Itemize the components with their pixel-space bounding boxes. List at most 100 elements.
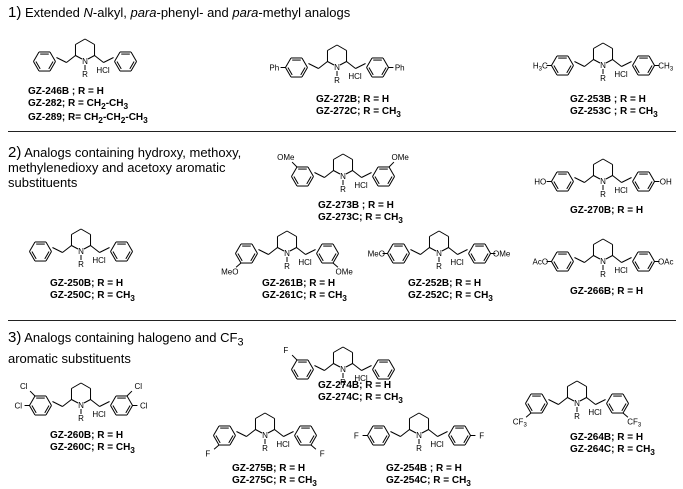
label-gz274: GZ-274B; R = H GZ-274C; R = CH3 — [318, 380, 403, 405]
hcl-salt: HCl — [354, 181, 368, 190]
r-group: R — [284, 262, 290, 271]
r-group: R — [82, 70, 88, 79]
substituent-label: OMe — [493, 250, 511, 259]
substituent-label: F — [283, 346, 288, 355]
label-gz272: GZ-272B; R = H GZ-272C; R = CH3 — [316, 94, 401, 119]
structure-gz252: NR HCl MeO OMe — [368, 230, 511, 271]
substituent-label: Ph — [395, 64, 405, 73]
hcl-salt: HCl — [348, 72, 362, 81]
substituent-label: Cl — [134, 382, 142, 391]
hcl-salt: HCl — [614, 266, 628, 275]
section-1-title: 1) Extended N-alkyl, para-phenyl- and pa… — [8, 4, 351, 21]
label-gz250: GZ-250B; R = H GZ-250C; R = CH3 — [50, 278, 135, 303]
hcl-salt: HCl — [588, 408, 602, 417]
structure-gz246: NR HCl — [33, 38, 137, 79]
structure-gz273: NR HCl OMe OMe — [277, 153, 410, 194]
hcl-salt: HCl — [92, 256, 106, 265]
label-gz270: GZ-270B; R = H — [570, 205, 644, 216]
structure-gz266: NR HCl AcO OAc — [532, 238, 674, 279]
structure-gz254: NR HCl F F — [354, 412, 484, 453]
nitrogen-atom: N — [78, 401, 84, 410]
substituent-label: Cl — [20, 382, 28, 391]
structure-gz272: NR HCl Ph Ph — [269, 44, 405, 85]
section-2-title: 2) Analogs containing hydroxy, methoxy, … — [8, 144, 242, 190]
substituent-label: F — [354, 432, 359, 441]
substituent-label: Ph — [269, 64, 279, 73]
nitrogen-atom: N — [600, 177, 606, 186]
label-gz253: GZ-253B ; R = H GZ-253C ; R = CH3 — [570, 94, 658, 119]
substituent-label: Cl — [140, 402, 148, 411]
hcl-salt: HCl — [614, 186, 628, 195]
substituent-label: CF3 — [627, 417, 642, 428]
substituent-label: CF3 — [513, 417, 528, 428]
r-group: R — [340, 185, 346, 194]
substituent-label: OH — [660, 178, 672, 187]
structure-gz270: NR HCl HO OH — [534, 158, 672, 199]
hcl-salt: HCl — [354, 374, 368, 383]
hcl-salt: HCl — [276, 440, 290, 449]
substituent-label: F — [320, 449, 325, 458]
hcl-salt: HCl — [92, 410, 106, 419]
section-divider-1 — [8, 131, 676, 132]
nitrogen-atom: N — [340, 365, 346, 374]
substituent-label: OMe — [392, 153, 410, 162]
nitrogen-atom: N — [600, 61, 606, 70]
substituent-label: Cl — [14, 402, 22, 411]
section-3-title: 3) Analogs containing halogeno and CF3 a… — [8, 329, 244, 366]
structure-gz253: NR HCl H3C CH3 — [533, 42, 674, 83]
section-divider-2 — [8, 320, 676, 321]
r-group: R — [340, 378, 346, 387]
substituent-label: F — [205, 449, 210, 458]
nitrogen-atom: N — [600, 257, 606, 266]
label-gz261: GZ-261B; R = H GZ-261C; R = CH3 — [262, 278, 347, 303]
label-gz273: GZ-273B ; R = H GZ-273C; R = CH3 — [318, 200, 403, 225]
r-group: R — [600, 270, 606, 279]
structure-gz250: NR HCl — [29, 228, 133, 269]
label-gz252: GZ-252B; R = H GZ-252C; R = CH3 — [408, 278, 493, 303]
nitrogen-atom: N — [416, 431, 422, 440]
r-group: R — [600, 190, 606, 199]
nitrogen-atom: N — [284, 249, 290, 258]
label-gz266: GZ-266B; R = H — [570, 286, 644, 297]
nitrogen-atom: N — [82, 57, 88, 66]
label-gz260: GZ-260B; R = H GZ-260C; R = CH3 — [50, 430, 135, 455]
substituent-label: MeO — [368, 250, 385, 259]
label-gz275: GZ-275B; R = H GZ-275C; R = CH3 — [232, 463, 317, 488]
r-group: R — [78, 414, 84, 423]
hcl-salt: HCl — [614, 70, 628, 79]
substituent-label: OMe — [277, 153, 295, 162]
nitrogen-atom: N — [262, 431, 268, 440]
r-group: R — [574, 412, 580, 421]
nitrogen-atom: N — [574, 399, 580, 408]
hcl-salt: HCl — [430, 440, 444, 449]
r-group: R — [436, 262, 442, 271]
substituent-label: MeO — [221, 267, 238, 276]
r-group: R — [416, 444, 422, 453]
substituent-label: OMe — [336, 267, 354, 276]
hcl-salt: HCl — [298, 258, 312, 267]
label-gz246: GZ-246B ; R = H GZ-282; R = CH2-CH3 GZ-2… — [28, 86, 148, 125]
r-group: R — [78, 260, 84, 269]
r-group: R — [334, 76, 340, 85]
label-gz264: GZ-264B; R = H GZ-264C; R = CH3 — [570, 432, 655, 457]
nitrogen-atom: N — [334, 63, 340, 72]
substituent-label: H3C — [533, 62, 548, 73]
r-group: R — [262, 444, 268, 453]
substituent-label: HO — [534, 178, 546, 187]
hcl-salt: HCl — [96, 66, 110, 75]
substituent-label: OAc — [658, 258, 674, 267]
structure-gz274: NR HCl F — [283, 346, 395, 387]
nitrogen-atom: N — [340, 172, 346, 181]
r-group: R — [600, 74, 606, 83]
substituent-label: CH3 — [658, 62, 674, 73]
hcl-salt: HCl — [450, 258, 464, 267]
nitrogen-atom: N — [436, 249, 442, 258]
substituent-label: F — [479, 432, 484, 441]
label-gz254: GZ-254B ; R = H GZ-254C; R = CH3 — [386, 463, 471, 488]
nitrogen-atom: N — [78, 247, 84, 256]
substituent-label: AcO — [532, 258, 548, 267]
